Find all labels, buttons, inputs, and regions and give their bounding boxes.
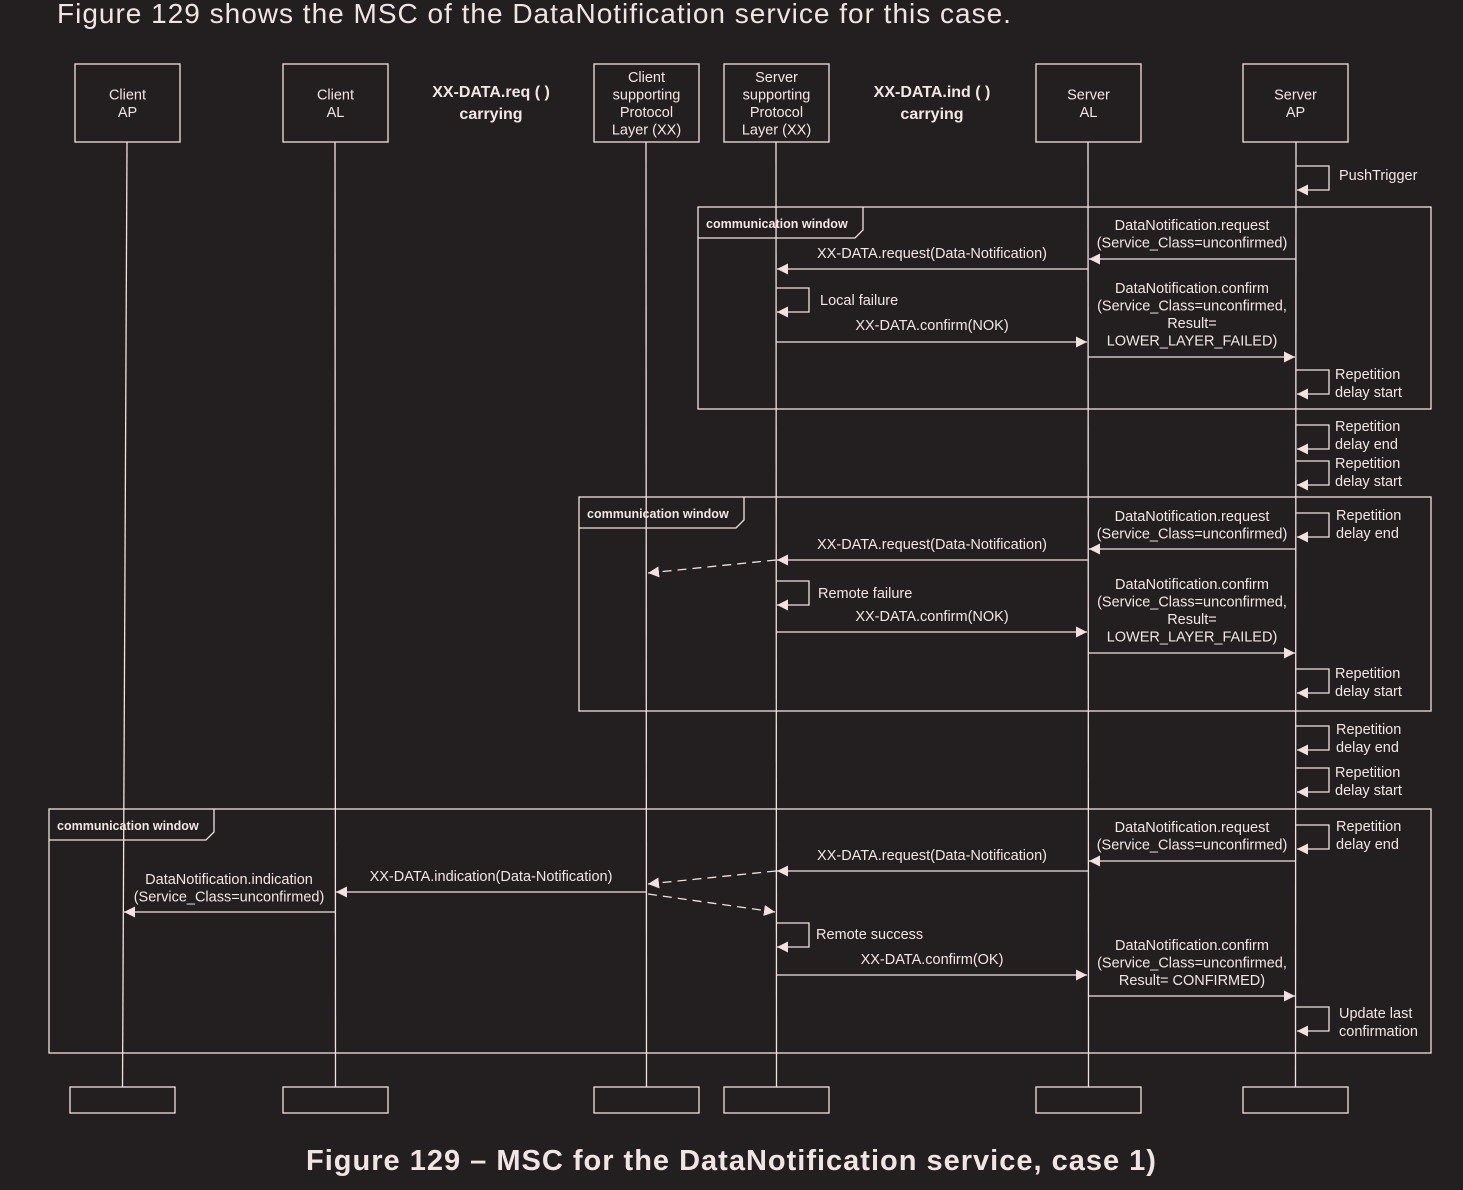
message-label: DataNotification.request(Service_Class=u…: [1097, 820, 1288, 854]
self-message-arrow: [1296, 512, 1330, 543]
self-message-arrow: [776, 287, 810, 318]
intro-text: Figure 129 shows the MSC of the DataNoti…: [57, 0, 1012, 29]
lifeline-end-box-server-al: [1035, 1086, 1142, 1114]
lifeline-end-box-server-ap: [1242, 1086, 1349, 1114]
message-label: DataNotification.confirm(Service_Class=u…: [1097, 938, 1287, 989]
message-label: XX-DATA.confirm(NOK): [855, 609, 1008, 625]
message-label: XX-DATA.confirm(OK): [861, 952, 1004, 968]
message-label: XX-DATA.request(Data-Notification): [817, 246, 1047, 262]
message-label: DataNotification.request(Service_Class=u…: [1097, 509, 1288, 543]
self-message-arrow: [1296, 767, 1330, 798]
self-message-arrow: [1296, 369, 1330, 400]
lifeline-end-box-client-pl: [593, 1086, 700, 1114]
header-xx-data-req: XX-DATA.req ( )carrying: [432, 84, 550, 123]
communication-window-tab: [579, 497, 745, 529]
header-xx-data-ind: XX-DATA.ind ( )carrying: [874, 84, 991, 123]
self-message-arrow: [1296, 725, 1330, 756]
self-message-arrow: [1296, 424, 1330, 455]
communication-window-frame: [578, 496, 1432, 712]
self-message-label: Local failure: [820, 293, 898, 309]
self-message-label: PushTrigger: [1339, 168, 1418, 184]
lifeline-client-pl: [645, 141, 648, 1088]
dashed-message-arrow: [647, 559, 777, 578]
lifeline-server-pl: [775, 141, 778, 1088]
message-label: XX-DATA.indication(Data-Notification): [370, 869, 613, 885]
communication-window-label: communication window: [587, 507, 729, 521]
self-message-arrow: [1296, 668, 1330, 699]
figure-caption: Figure 129 – MSC for the DataNotificatio…: [306, 1145, 1157, 1177]
communication-window-frame: [697, 206, 1432, 410]
communication-window-label: communication window: [706, 217, 848, 231]
dashed-message-arrow: [647, 893, 776, 916]
self-message-arrow: [1296, 165, 1330, 196]
lifeline-client-ap: [121, 141, 128, 1088]
self-message-label: Remote success: [816, 927, 923, 943]
lifeline-server-ap: [1294, 141, 1297, 1088]
message-label: DataNotification.confirm(Service_Class=u…: [1097, 577, 1287, 646]
communication-window-label: communication window: [57, 819, 199, 833]
self-message-arrow: [1296, 1006, 1330, 1037]
message-label: XX-DATA.request(Data-Notification): [817, 848, 1047, 864]
communication-window-frame: [48, 808, 1432, 1054]
message-label: XX-DATA.confirm(NOK): [855, 318, 1008, 334]
lifeline-server-al: [1087, 141, 1090, 1088]
self-message-arrow: [1296, 460, 1330, 491]
self-message-arrow: [1296, 824, 1330, 855]
self-message-label: Remote failure: [818, 586, 912, 602]
self-message-arrow: [776, 580, 810, 611]
lifeline-end-box-client-ap: [69, 1086, 176, 1114]
lifeline-end-box-server-pl: [723, 1086, 830, 1114]
message-label: DataNotification.indication(Service_Clas…: [134, 872, 325, 906]
communication-window-tab: [49, 809, 215, 841]
lifeline-box-client-ap: [74, 63, 181, 143]
lifeline-end-box-client-al: [282, 1086, 389, 1114]
message-label: XX-DATA.request(Data-Notification): [817, 537, 1047, 553]
lifeline-client-al: [334, 141, 337, 1088]
message-label: DataNotification.confirm(Service_Class=u…: [1097, 281, 1287, 350]
dashed-message-arrow: [647, 870, 777, 889]
message-label: DataNotification.request(Service_Class=u…: [1097, 218, 1288, 252]
self-message-arrow: [776, 922, 810, 953]
